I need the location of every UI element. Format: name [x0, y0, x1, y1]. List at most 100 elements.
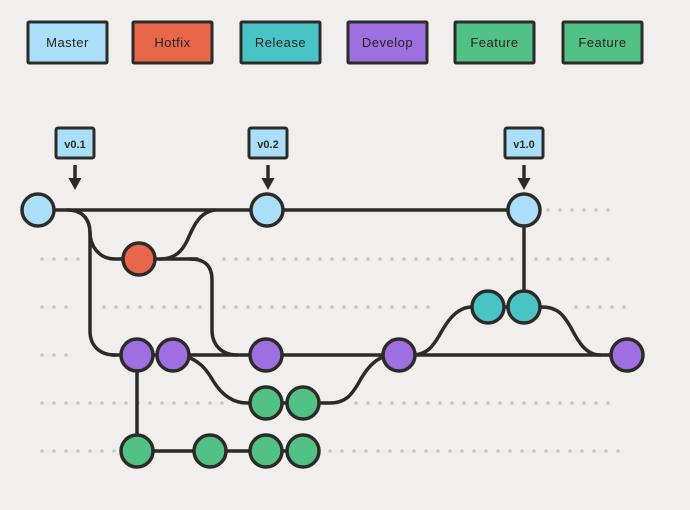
lane-dot-hotfix	[246, 257, 250, 261]
lane-dot-hotfix	[486, 257, 490, 261]
lane-dot-master	[570, 208, 574, 212]
branch-edge-merge-hotfix-to-master	[158, 208, 217, 261]
version-tag-label-v1.0: v1.0	[513, 139, 534, 151]
legend-label-develop-3: Develop	[362, 35, 413, 50]
branch-edge-merge-hotfix-to-develop	[188, 257, 239, 357]
lane-dot-feature-1	[426, 401, 430, 405]
lane-dot-hotfix	[330, 257, 334, 261]
commit-node-release	[506, 289, 542, 325]
branch-edge-branch-to-hotfix	[88, 230, 199, 261]
lane-dot-feature-1	[474, 401, 478, 405]
lane-dot-hotfix	[474, 257, 478, 261]
lane-dot-feature-2	[412, 449, 416, 453]
lane-dot-hotfix	[498, 257, 502, 261]
lane-dot-feature-2	[448, 449, 452, 453]
lane-dot-feature-1	[534, 401, 538, 405]
commit-node-develop	[155, 337, 191, 373]
lane-dot-feature-1	[498, 401, 502, 405]
lane-dot-hotfix	[64, 257, 68, 261]
lane-dot-master	[606, 208, 610, 212]
lane-dot-feature-2	[64, 449, 68, 453]
lane-dot-feature-1	[402, 401, 406, 405]
lane-dot-release	[294, 305, 298, 309]
lane-dot-feature-2	[76, 449, 80, 453]
lane-dot-hotfix	[306, 257, 310, 261]
legend-item-feature-5	[561, 20, 644, 65]
lane-dot-feature-1	[390, 401, 394, 405]
lane-dot-hotfix	[52, 257, 56, 261]
lane-dot-feature-2	[52, 449, 56, 453]
lane-dot-feature-2	[424, 449, 428, 453]
commit-node-feature-2	[285, 433, 321, 469]
lane-dot-feature-1	[510, 401, 514, 405]
lane-dot-release	[330, 305, 334, 309]
lane-dot-hotfix	[462, 257, 466, 261]
lane-dot-feature-1	[220, 401, 224, 405]
lane-dot-feature-2	[340, 449, 344, 453]
lane-dot-hotfix	[450, 257, 454, 261]
branch-edge-release-loop	[410, 305, 602, 357]
lane-dot-release	[258, 305, 262, 309]
lane-dot-feature-1	[522, 401, 526, 405]
lane-dot-feature-2	[40, 449, 44, 453]
lane-dot-release	[586, 305, 590, 309]
branch-edge-branch-master-to-develop	[66, 208, 117, 357]
lane-dot-feature-1	[438, 401, 442, 405]
lane-dot-feature-2	[388, 449, 392, 453]
lane-dot-release	[64, 305, 68, 309]
commit-node-feature-2	[248, 433, 284, 469]
lane-dot-hotfix	[342, 257, 346, 261]
lane-dot-release	[622, 305, 626, 309]
lane-dot-release	[102, 305, 106, 309]
lane-dot-feature-1	[558, 401, 562, 405]
lane-dot-feature-2	[520, 449, 524, 453]
lane-dot-master	[558, 208, 562, 212]
lane-dot-release	[318, 305, 322, 309]
version-tag-box-v0.1	[54, 126, 96, 160]
commit-node-feature-1	[248, 385, 284, 421]
lane-dot-hotfix	[318, 257, 322, 261]
lane-dot-release	[126, 305, 130, 309]
legend-item-master-0	[26, 20, 109, 65]
lane-dot-hotfix	[378, 257, 382, 261]
lane-dot-release	[574, 305, 578, 309]
lane-dot-hotfix	[366, 257, 370, 261]
lane-dot-hotfix	[582, 257, 586, 261]
tag-arrow-head-icon	[68, 178, 82, 190]
lane-dot-hotfix	[258, 257, 262, 261]
lane-dot-feature-1	[582, 401, 586, 405]
legend-label-master-0: Master	[46, 35, 89, 50]
lane-dot-hotfix	[40, 257, 44, 261]
lane-dot-hotfix	[546, 257, 550, 261]
commit-node-develop	[119, 337, 155, 373]
lane-dot-release	[354, 305, 358, 309]
lane-dot-feature-1	[160, 401, 164, 405]
lane-dot-feature-2	[460, 449, 464, 453]
lane-dot-release	[138, 305, 142, 309]
lane-dot-release	[162, 305, 166, 309]
lane-dot-hotfix	[606, 257, 610, 261]
lane-dot-feature-1	[112, 401, 116, 405]
lane-dot-feature-2	[88, 449, 92, 453]
legend-item-release-2	[239, 20, 322, 65]
version-tag-label-v0.2: v0.2	[257, 139, 278, 151]
lane-dot-hotfix	[294, 257, 298, 261]
lane-dot-release	[174, 305, 178, 309]
lane-dot-feature-2	[364, 449, 368, 453]
lane-dot-feature-1	[486, 401, 490, 405]
lane-dot-feature-2	[616, 449, 620, 453]
lane-dot-hotfix	[402, 257, 406, 261]
commit-node-feature-1	[285, 385, 321, 421]
lane-dot-release	[414, 305, 418, 309]
lane-dot-hotfix	[414, 257, 418, 261]
lane-dot-feature-1	[76, 401, 80, 405]
version-tag-box-v0.2	[247, 126, 289, 160]
lane-dot-hotfix	[426, 257, 430, 261]
lane-dot-release	[390, 305, 394, 309]
tag-arrow-head-icon	[261, 178, 275, 190]
lane-dot-hotfix	[282, 257, 286, 261]
lane-dot-feature-1	[40, 401, 44, 405]
lane-dot-feature-2	[400, 449, 404, 453]
lane-dot-hotfix	[510, 257, 514, 261]
